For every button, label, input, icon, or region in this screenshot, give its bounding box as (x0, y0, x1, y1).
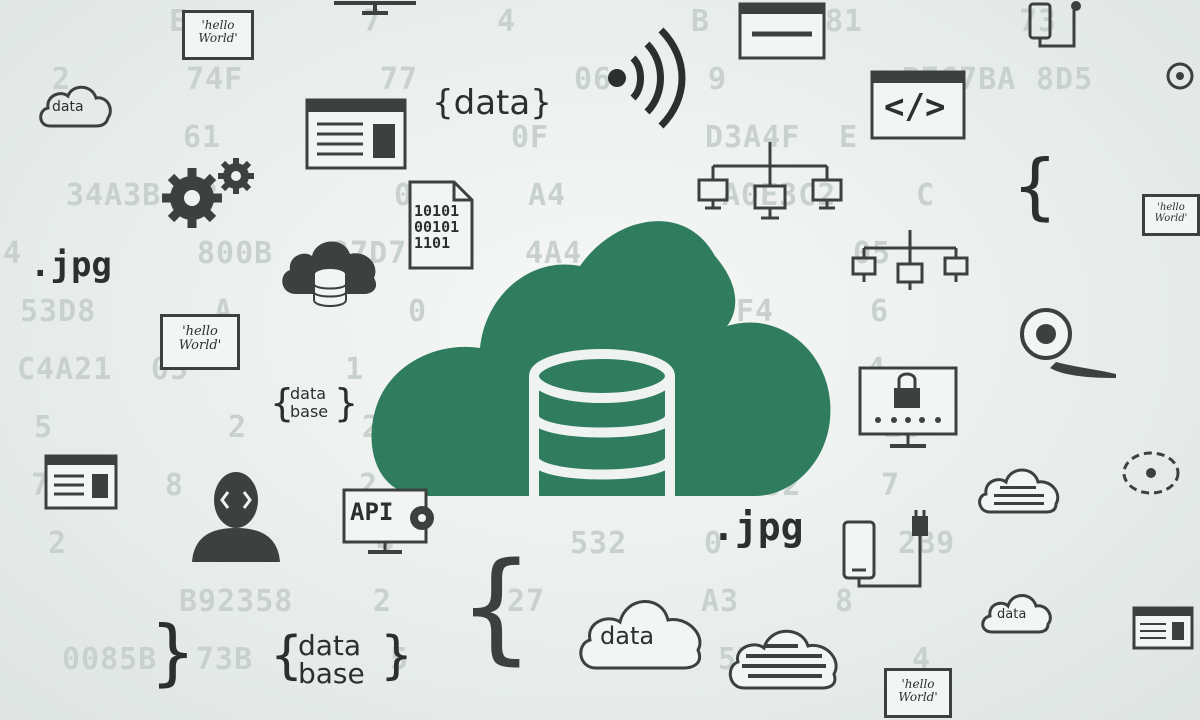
wifi-signal-icon (608, 18, 688, 138)
close-brace-bottom-left: } (150, 610, 196, 694)
background-hex-code: 27 (507, 584, 546, 619)
browser-window-icon-bottom-right (1132, 606, 1194, 650)
background-hex-code: 4 (497, 4, 517, 39)
background-hex-code: 9 (708, 62, 728, 97)
background-hex-code: 7 (881, 468, 901, 503)
code-tag-label: </> (884, 87, 946, 127)
code-window-icon (870, 70, 966, 140)
database-big-line1: data (298, 629, 362, 662)
background-hex-code: 2 (373, 584, 393, 619)
hello-world-note-right-edge: 'hello World' (1142, 194, 1200, 236)
database-small-line1: data (290, 384, 327, 403)
background-hex-code: 2 (52, 62, 72, 97)
gear-icon-edge (1162, 60, 1198, 92)
jpg-label-left: .jpg (30, 245, 112, 285)
api-label: API (350, 498, 394, 526)
background-hex-code: 06 (574, 62, 613, 97)
phone-cable-icon (1028, 1, 1081, 50)
database-brace-big-close: } (380, 626, 414, 686)
background-hex-code: A3 (701, 584, 740, 619)
cloud-data-label-bottom: data (600, 622, 655, 650)
open-brace-right: { (1012, 144, 1058, 228)
monitor-icon-top (330, 0, 420, 16)
background-hex-code: 05 (853, 236, 892, 271)
browser-window-icon-left (44, 454, 118, 510)
background-hex-code: A4 (528, 178, 567, 213)
binary-document-icon (408, 180, 474, 270)
open-brace-bottom: { (458, 538, 535, 677)
folder-window-icon (738, 2, 826, 60)
cloud-data-small-label: data (997, 607, 1027, 622)
api-monitor-icon (342, 488, 434, 558)
data-brace-label: {data} (432, 83, 552, 123)
database-brace-big-open: { (270, 626, 304, 686)
background-hex-code: 74F (186, 62, 244, 97)
background-hex-code: 5 (390, 642, 410, 677)
network-tree-icon-right (850, 228, 970, 296)
cloud-database-small-icon (282, 241, 377, 308)
cloud-database-icon (371, 221, 831, 526)
hello-world-note-bottom: 'hello World' (884, 668, 952, 718)
jpg-label-center: .jpg (712, 505, 804, 549)
background-hex-code: 800B (197, 236, 274, 271)
background-hex-code: 2 (228, 410, 248, 445)
background-hex-code: 81 (825, 4, 864, 39)
background-hex-code: 0F (511, 120, 550, 155)
background-hex-code: 2 (48, 526, 68, 561)
background-hex-code: 0 (704, 526, 724, 561)
hello-world-note: 'hello World' (182, 10, 254, 60)
browser-window-icon (305, 98, 407, 170)
background-hex-code: 8D5 (1036, 62, 1094, 97)
binary-document-text: 10101 00101 1101 (414, 202, 460, 252)
background-hex-code: 8 (165, 468, 185, 503)
background-hex-code: 1 (345, 352, 365, 387)
database-big-line2: base (298, 657, 365, 690)
cloud-data-label-top-left: data (52, 99, 84, 115)
cloud-data-bottom-icon (576, 586, 706, 672)
database-small-line2: base (290, 402, 329, 421)
background-hex-code: 61 (183, 120, 222, 155)
database-brace-small-open: { (270, 381, 295, 425)
background-hex-code: D3A4F (705, 120, 801, 155)
hello-world-note-left: 'hello World' (160, 314, 240, 370)
background-hex-code: 73B (196, 642, 254, 677)
lock-monitor-icon (858, 366, 958, 452)
background-hex-code: C4A21 (17, 352, 113, 387)
background-hex-code: B92358 (179, 584, 294, 619)
background-hex-code: 532 (570, 526, 628, 561)
background-hex-code: B (691, 4, 711, 39)
background-hex-code: 0 (408, 294, 428, 329)
binary-cloud-icon-right (976, 460, 1062, 516)
cloud-outline-icon (38, 80, 113, 130)
network-tree-icon (695, 140, 845, 225)
binary-cloud-icon-bottom (726, 620, 842, 692)
hacker-user-icon (192, 472, 280, 562)
sync-arrows-icon (1120, 448, 1182, 498)
background-hex-code: 77 (380, 62, 419, 97)
background-hex-code: 5 (34, 410, 54, 445)
database-brace-small-close: } (334, 381, 359, 425)
background-hex-code: C (916, 178, 936, 213)
cloud-data-small-icon (980, 590, 1054, 636)
background-hex-code: 8 (835, 584, 855, 619)
background-hex-code: E (839, 120, 859, 155)
gears-icon (160, 152, 260, 232)
disc-search-icon (1020, 306, 1116, 378)
background-hex-code: 4 (3, 236, 23, 271)
phone-charger-icon (842, 508, 928, 590)
background-hex-code: 53D8 (20, 294, 97, 329)
background-hex-code: 6 (870, 294, 890, 329)
background-hex-code: 0085B (62, 642, 158, 677)
background-hex-code: 34A3B (66, 178, 162, 213)
